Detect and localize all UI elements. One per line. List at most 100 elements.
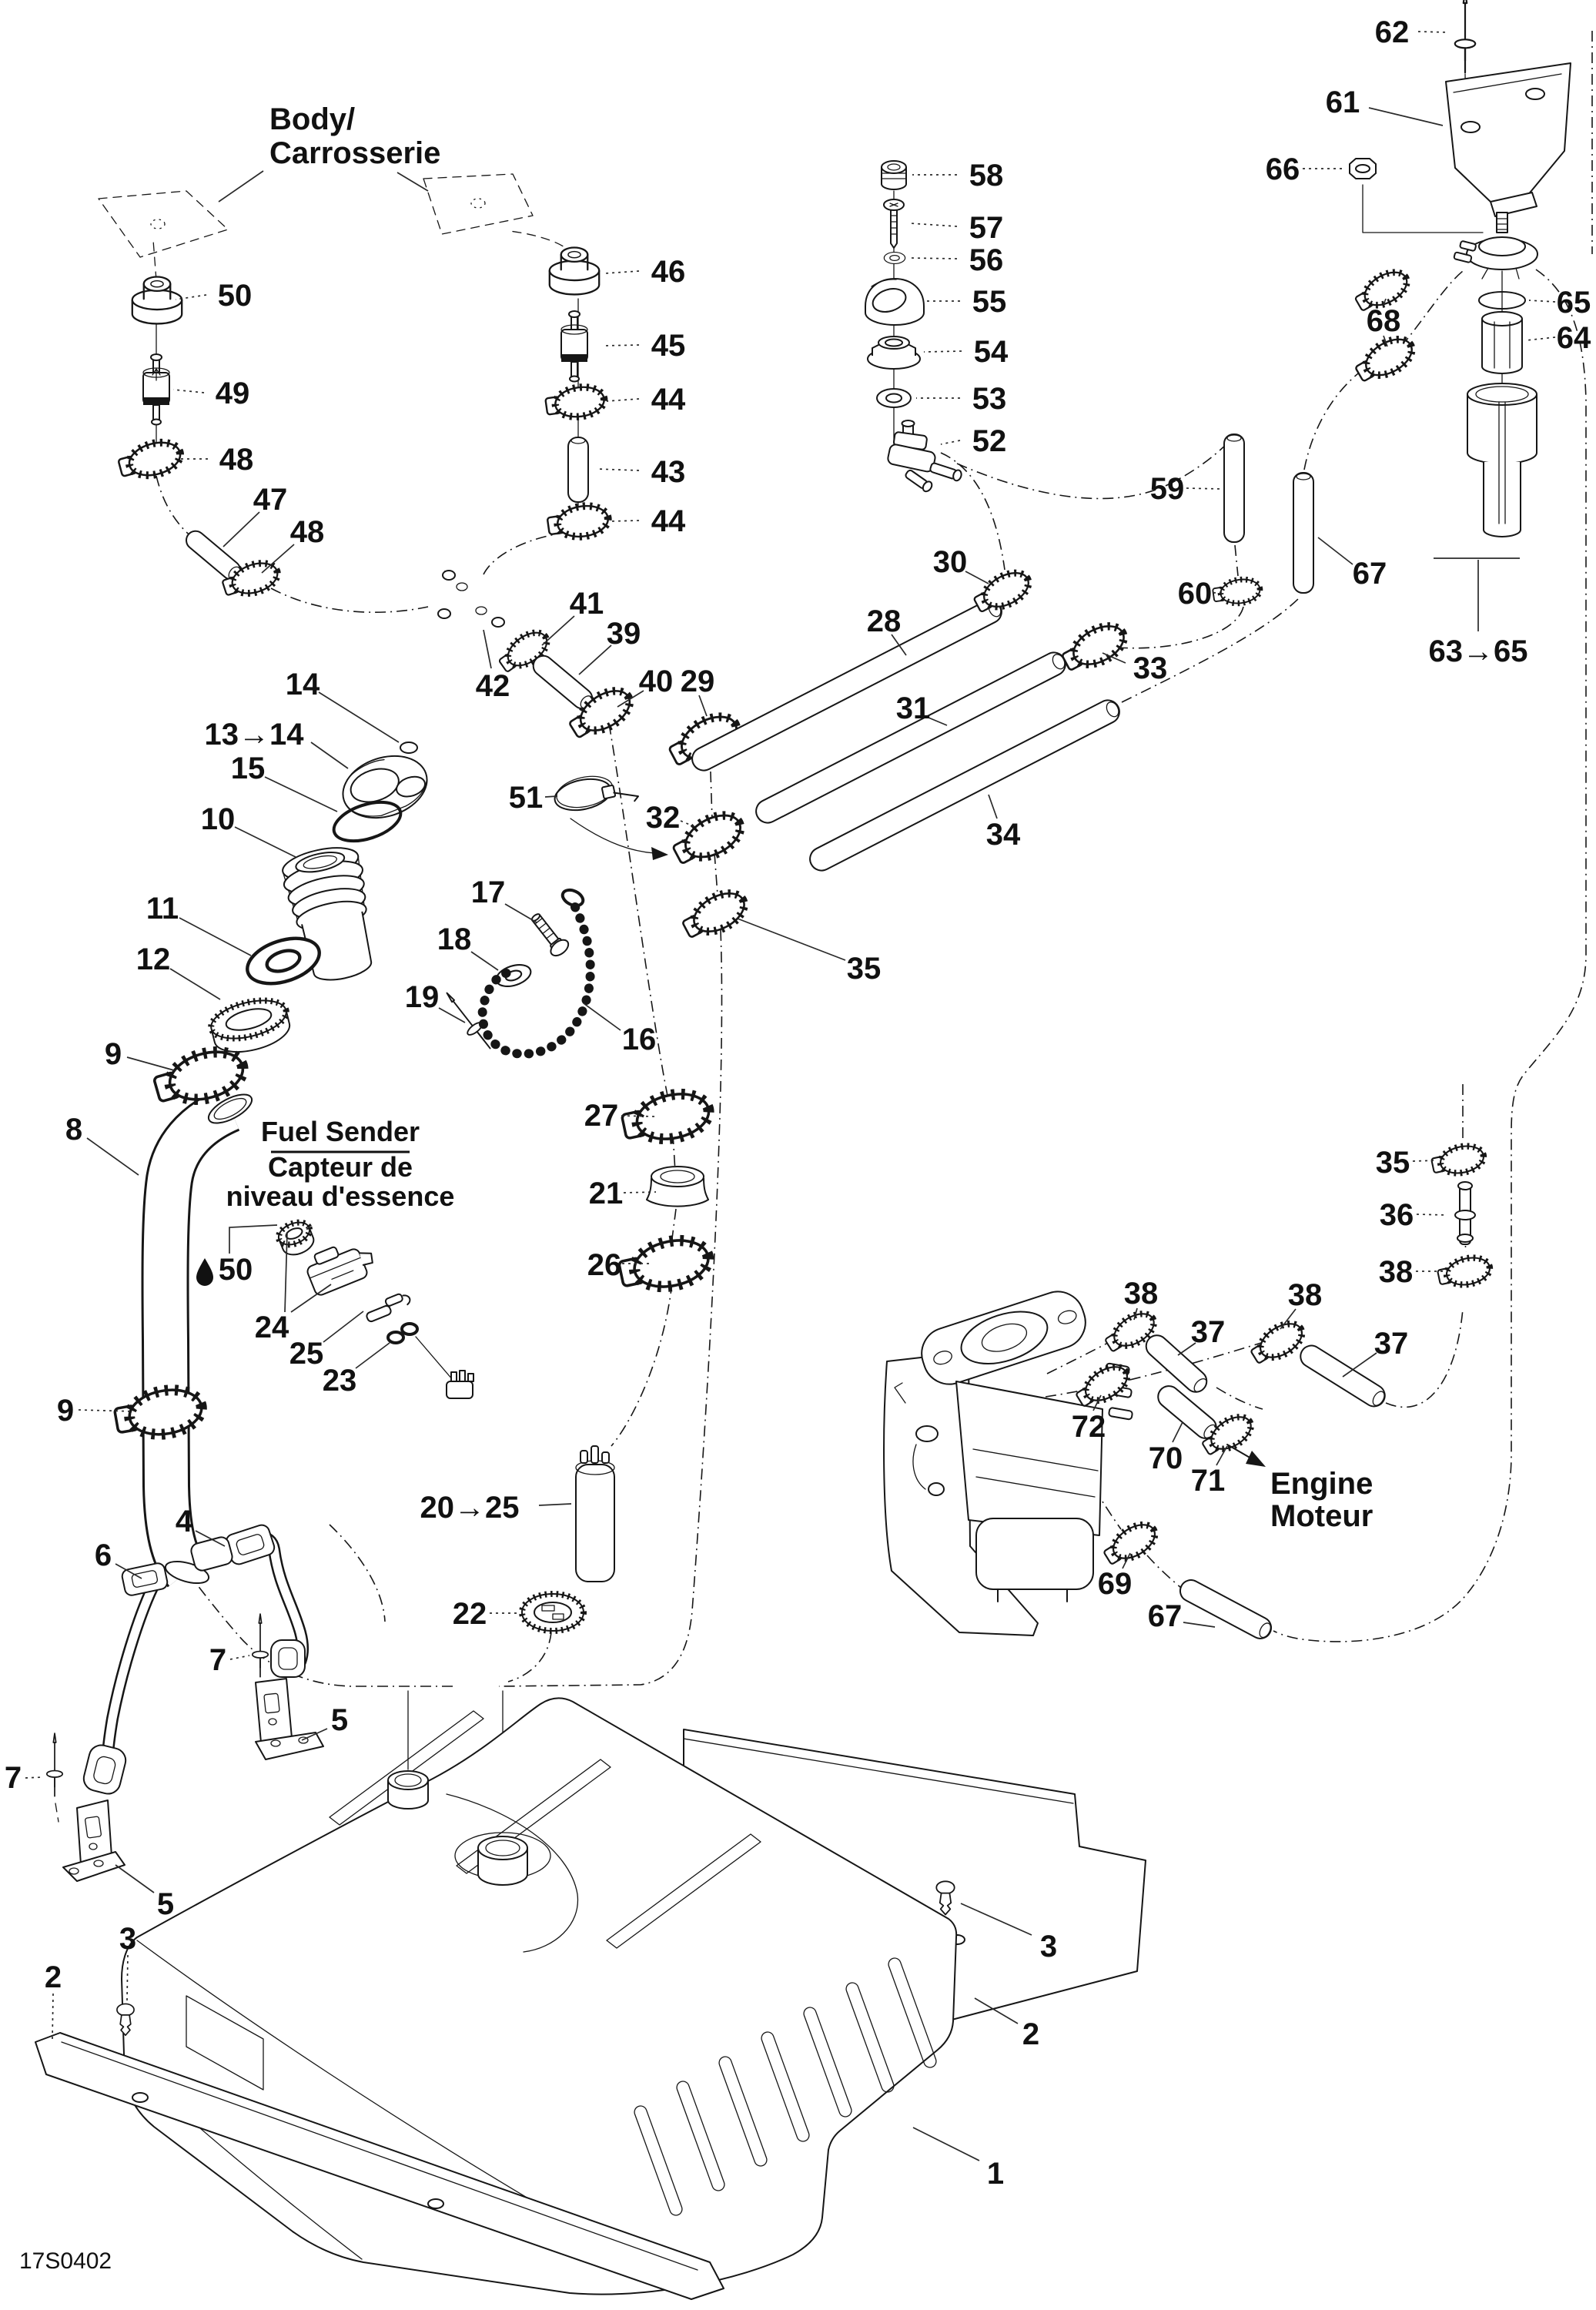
leader-line bbox=[1122, 1552, 1131, 1569]
callout-13→14: 13→14 bbox=[205, 718, 305, 752]
callout-59: 59 bbox=[1150, 472, 1185, 506]
leader-line bbox=[1183, 1622, 1216, 1628]
callout-29: 29 bbox=[681, 665, 715, 698]
leader-line bbox=[1216, 1445, 1228, 1466]
engine-arrow-head bbox=[1246, 1451, 1266, 1467]
leader-line bbox=[115, 1864, 155, 1893]
clamp-9b bbox=[112, 1384, 205, 1442]
leader-line bbox=[264, 776, 338, 812]
leader-line bbox=[126, 1954, 129, 2001]
filter-64 bbox=[1481, 311, 1523, 374]
callout-48: 48 bbox=[219, 443, 254, 477]
leader-line bbox=[940, 440, 961, 445]
fuel-droplet-icon bbox=[196, 1258, 213, 1286]
leader-line bbox=[1280, 1308, 1297, 1330]
clamp-27 bbox=[620, 1088, 713, 1148]
callout-4: 4 bbox=[176, 1505, 193, 1538]
leader-line bbox=[1102, 652, 1126, 664]
vent-route bbox=[611, 1282, 673, 1447]
leader-line bbox=[928, 717, 948, 726]
carb-line bbox=[1385, 1308, 1464, 1408]
clamp-38a bbox=[1437, 1254, 1493, 1291]
leader-line bbox=[1383, 298, 1387, 306]
watertrap-cup-63 bbox=[1467, 383, 1537, 537]
tube-59 bbox=[1223, 434, 1245, 543]
callout-67: 67 bbox=[1148, 1599, 1183, 1633]
vent-route bbox=[1117, 544, 1244, 649]
chain-16 bbox=[477, 902, 595, 1059]
panel-hole-left bbox=[150, 219, 166, 229]
callout-5: 5 bbox=[157, 1887, 174, 1921]
callout-9: 9 bbox=[105, 1037, 122, 1071]
leader-line bbox=[680, 820, 696, 828]
body-panels bbox=[98, 170, 534, 258]
callout-35: 35 bbox=[1376, 1146, 1410, 1180]
vent-route bbox=[156, 475, 195, 540]
callout-65: 65 bbox=[1557, 286, 1591, 320]
body-label-line2: Carrosserie bbox=[269, 136, 440, 170]
fuel-tubes bbox=[665, 566, 1130, 944]
tube-28 bbox=[691, 599, 1002, 772]
carburetor-drawing bbox=[883, 1291, 1133, 1636]
fuel-sender-label-fr2: niveau d'essence bbox=[226, 1180, 455, 1212]
leader-line bbox=[179, 917, 252, 956]
sender-connector bbox=[446, 1370, 474, 1399]
fuel-route bbox=[498, 929, 723, 1687]
callout-63→65: 63→65 bbox=[1429, 634, 1528, 668]
filler-neck-10 bbox=[282, 847, 373, 981]
callout-3: 3 bbox=[119, 1922, 136, 1956]
callout-17: 17 bbox=[471, 875, 506, 909]
clamp-32 bbox=[669, 807, 748, 871]
callout-44: 44 bbox=[651, 383, 686, 417]
fuel-route-main bbox=[1273, 269, 1587, 1642]
callout-19: 19 bbox=[405, 980, 440, 1014]
vent-route bbox=[270, 588, 429, 613]
y-fitting-42 bbox=[437, 568, 505, 628]
body-panel-left bbox=[98, 190, 229, 258]
leader-line bbox=[606, 398, 640, 402]
callout-23: 23 bbox=[323, 1364, 357, 1398]
leader-line bbox=[1412, 1160, 1437, 1162]
callout-43: 43 bbox=[651, 455, 686, 489]
grommet-46 bbox=[548, 246, 601, 296]
callout-38: 38 bbox=[1379, 1255, 1414, 1289]
leader-line bbox=[698, 695, 708, 717]
grommet-50 bbox=[131, 276, 183, 325]
leader-line bbox=[1342, 1352, 1377, 1378]
tank-boss-filler bbox=[454, 1832, 551, 1886]
callout-42: 42 bbox=[476, 669, 510, 703]
valve-arrow-49 bbox=[152, 368, 161, 381]
callout-24: 24 bbox=[255, 1311, 289, 1344]
callout-16: 16 bbox=[622, 1023, 657, 1056]
fuel-route bbox=[192, 1578, 453, 1687]
leader-line bbox=[438, 1007, 466, 1023]
bracket-5a bbox=[62, 1799, 125, 1882]
callout-54: 54 bbox=[974, 335, 1009, 369]
body-leader-right bbox=[396, 172, 429, 192]
fuel-route bbox=[1121, 598, 1299, 703]
arrow-51-head bbox=[651, 847, 668, 860]
leader-line bbox=[541, 615, 575, 646]
leader-line bbox=[504, 903, 537, 923]
vent-valve-column bbox=[865, 160, 962, 493]
fitting-36 bbox=[1454, 1181, 1476, 1245]
callout-62: 62 bbox=[1375, 15, 1410, 49]
callout-1: 1 bbox=[987, 2157, 1004, 2191]
callout-56: 56 bbox=[969, 243, 1004, 277]
fuel-sender-label-en: Fuel Sender bbox=[261, 1116, 420, 1147]
leader-line bbox=[290, 1284, 332, 1313]
diagram-code: 17S0402 bbox=[19, 2248, 112, 2274]
fuel-route bbox=[709, 749, 718, 896]
leader-line bbox=[596, 468, 640, 471]
leader-line bbox=[1317, 537, 1353, 565]
leader-line bbox=[323, 1311, 364, 1343]
clamp-35b bbox=[1430, 1143, 1487, 1179]
cable-tie-51 bbox=[554, 775, 668, 860]
screw-57 bbox=[883, 199, 905, 249]
leader-line bbox=[284, 1231, 288, 1313]
strap-4 bbox=[190, 1524, 309, 1678]
check-valve-45 bbox=[560, 310, 588, 383]
callout-41: 41 bbox=[570, 587, 604, 621]
leader-line bbox=[912, 2127, 980, 2161]
